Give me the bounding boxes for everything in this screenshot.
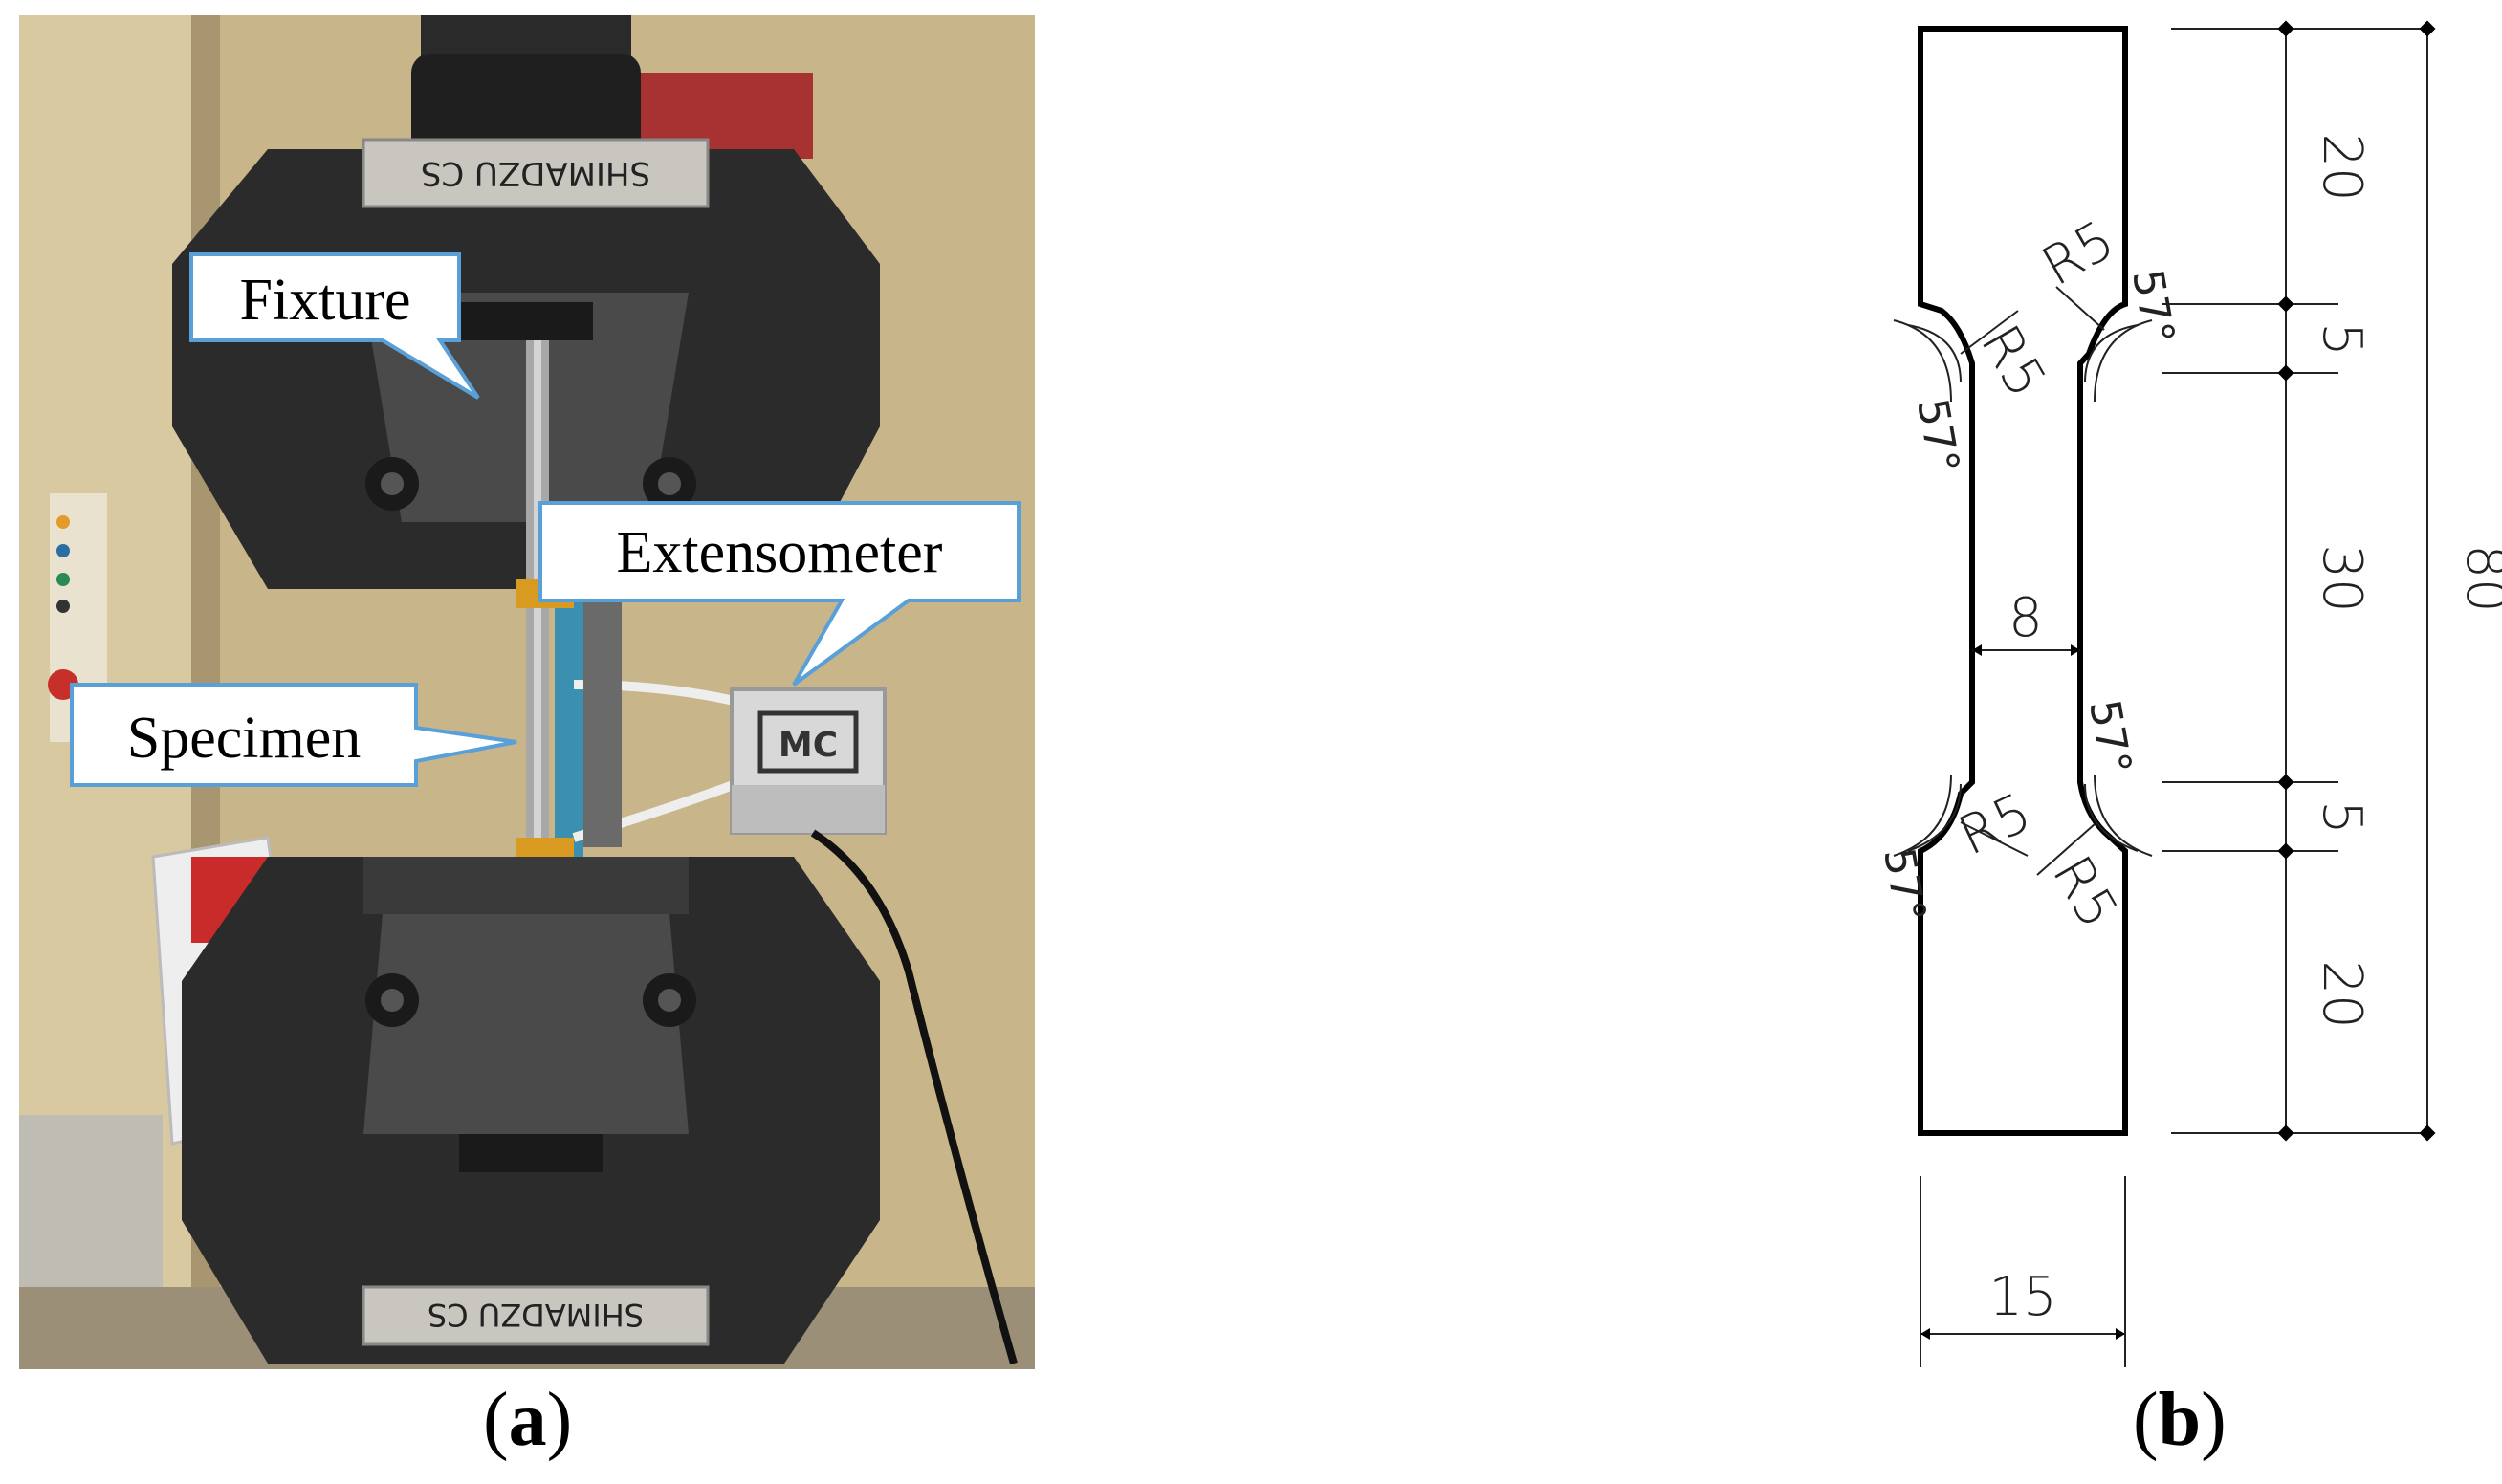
specimen-drawing-svg: R5 R5 R5 R5 57° 57° 57° 57° 8 15	[1874, 20, 2502, 1367]
fixture-callout-box	[189, 252, 480, 400]
top-grip-length-label: 20	[2311, 133, 2373, 201]
top-transition-label: 5	[2311, 322, 2373, 357]
gauge-width-label: 8	[2008, 587, 2043, 649]
bottom-transition-label: 5	[2311, 800, 2373, 835]
extensometer-callout-box	[538, 501, 1021, 687]
extensometer-callout-label: Extensometer	[617, 520, 943, 585]
upper-nameplate-text: SHIMADZU CS	[421, 154, 650, 192]
test-setup-photo: SHIMADZU CS MC	[19, 15, 1035, 1369]
angle-label-3: 57°	[2079, 696, 2140, 778]
caption-a-letter: a	[508, 1378, 547, 1462]
specimen-callout-box	[70, 683, 517, 787]
upper-nameplate	[362, 138, 710, 208]
gauge-length-label: 30	[2311, 544, 2373, 612]
angle-label-4: 57°	[1874, 844, 1935, 927]
specimen-drawing: R5 R5 R5 R5 57° 57° 57° 57° 8 15	[1817, 0, 2502, 1406]
lower-nameplate-text: SHIMADZU CS	[428, 1297, 644, 1333]
specimen-callout-label: Specimen	[127, 706, 362, 771]
caption-b-letter: b	[2158, 1378, 2202, 1462]
specimen-outline	[1918, 26, 2128, 1136]
fixture-callout-label: Fixture	[239, 268, 410, 333]
radius-label-2: R5	[1968, 316, 2058, 408]
extensometer-badge: MC	[779, 726, 838, 765]
grip-width-label: 15	[1988, 1266, 2056, 1328]
bottom-grip-length-label: 20	[2311, 960, 2373, 1028]
photo-illustration: SHIMADZU CS MC	[19, 15, 1035, 1369]
angle-label-2: 57°	[1907, 395, 1968, 477]
caption-b: (b)	[2133, 1378, 2227, 1462]
caption-a: (a)	[483, 1378, 573, 1462]
lower-nameplate	[362, 1285, 710, 1346]
total-length-label: 80	[2454, 544, 2502, 612]
radius-label-1: R5	[2032, 209, 2125, 299]
angle-label-1: 57°	[2122, 266, 2184, 348]
